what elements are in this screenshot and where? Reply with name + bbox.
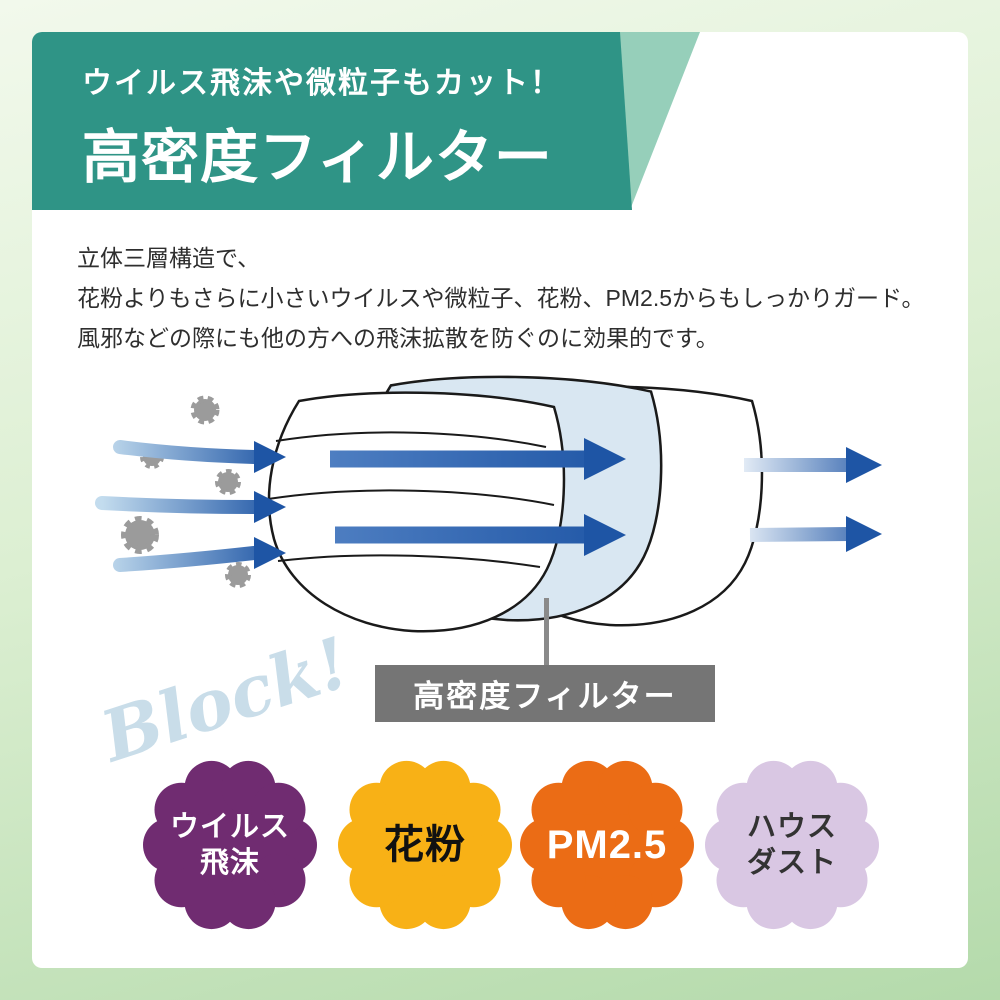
badge-label-line: ハウス: [746, 811, 837, 843]
filter-label-connector: [544, 598, 549, 665]
badge-label-line: ウイルス: [169, 811, 290, 843]
mask-pleat-lines: [267, 431, 555, 568]
airflow-in-arrows: [95, 440, 286, 572]
description-line: 立体三層構造で、: [77, 245, 261, 271]
badge-label: ハウス ダスト: [702, 755, 882, 935]
in-arrow-head: [254, 537, 286, 569]
virus-particle-icon: [121, 516, 159, 554]
virus-particle-icon: [190, 395, 220, 425]
mask-filter-diagram: Block!: [90, 375, 882, 767]
out-arrow: [749, 527, 851, 542]
badge-label-line: 飛沫: [199, 847, 260, 879]
in-arrow: [95, 496, 261, 514]
badge-label: 花粉: [335, 755, 515, 935]
banner-main-shape: ウイルス飛沫や微粒子もカット！ 高密度フィルター: [32, 32, 632, 210]
content-card: ウイルス飛沫や微粒子もカット！ 高密度フィルター 立体三層構造で、 花粉よりもさ…: [32, 32, 968, 968]
block-text: Block!: [90, 621, 359, 767]
out-arrow-head: [846, 516, 882, 552]
badge-pollen: 花粉: [335, 755, 515, 935]
badge-label-line: 花粉: [384, 823, 466, 867]
mask-layer-front: [267, 391, 566, 633]
in-arrow-head: [254, 441, 286, 473]
description-line: 風邪などの際にも他の方への飛沫拡散を防ぐのに効果的です。: [77, 325, 719, 351]
description-text: 立体三層構造で、 花粉よりもさらに小さいウイルスや微粒子、花粉、PM2.5からも…: [77, 238, 957, 358]
virus-particle-icon: [215, 469, 241, 495]
out-arrow-head: [846, 447, 882, 483]
page-title: 高密度フィルター: [82, 125, 553, 190]
in-arrow-head: [254, 491, 286, 523]
badge-label-line: PM2.5: [546, 823, 668, 867]
through-arrow-head: [584, 514, 626, 556]
through-arrow-head: [584, 438, 626, 480]
badge-label: PM2.5: [517, 755, 697, 935]
badge-label-line: ダスト: [746, 847, 837, 879]
airflow-out-arrows: [744, 447, 882, 552]
filter-label: 高密度フィルター: [375, 665, 715, 722]
badge-pm25: PM2.5: [517, 755, 697, 935]
badge-house-dust: ハウス ダスト: [702, 755, 882, 935]
in-arrow: [113, 440, 261, 464]
airflow-through-arrows: [330, 438, 626, 556]
description-line: 花粉よりもさらに小さいウイルスや微粒子、花粉、PM2.5からもしっかりガード。: [77, 285, 925, 311]
badge-virus-droplets: ウイルス 飛沫: [140, 755, 320, 935]
header-banner: ウイルス飛沫や微粒子もカット！ 高密度フィルター: [32, 32, 700, 210]
badge-label: ウイルス 飛沫: [140, 755, 320, 935]
banner-subtitle: ウイルス飛沫や微粒子もカット！: [82, 67, 562, 100]
in-arrow: [113, 546, 261, 572]
virus-particle-icon: [225, 562, 251, 588]
